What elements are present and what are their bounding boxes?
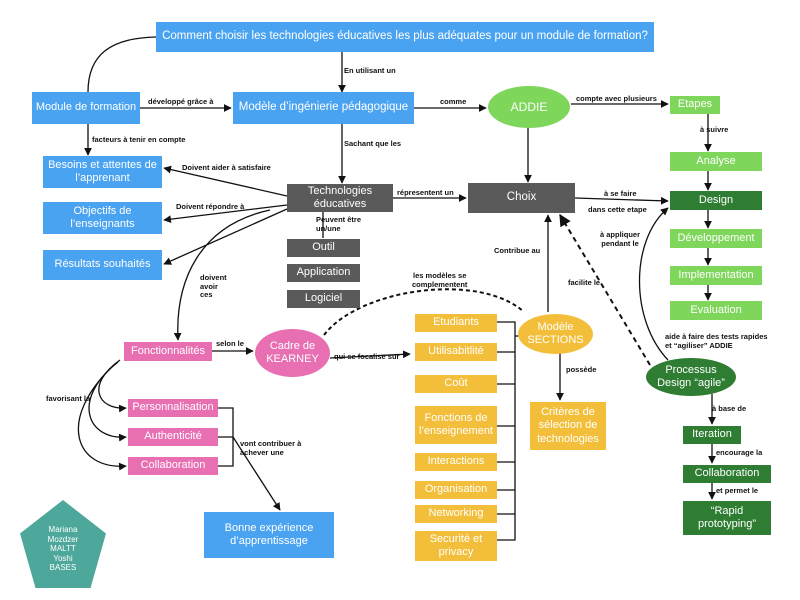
label-en-utilisant: En utilisant un	[344, 66, 396, 75]
label-a-suivre: à suivre	[700, 125, 729, 134]
processus-agile-ellipse[interactable]: Processus Design “agile”	[646, 358, 736, 396]
label-developpe: développé grâce à	[148, 97, 214, 106]
resultats-box[interactable]: Résultats souhaités	[43, 250, 162, 280]
criteres-box[interactable]: Critères de sélection de technologies	[530, 402, 606, 450]
label-selon: selon le	[216, 339, 244, 348]
edge-choix-design	[574, 196, 669, 205]
fonctionnalites-box[interactable]: Fonctionnalités	[124, 342, 212, 361]
edge-tech-fonction	[173, 209, 271, 341]
technologies-box[interactable]: Technologies éducatives	[287, 184, 393, 212]
edge-tech-besoins	[163, 165, 288, 197]
cout-box[interactable]: Coût	[415, 375, 497, 393]
question-box[interactable]: Comment choisir les technologies éducati…	[156, 22, 654, 52]
etapes-box[interactable]: Etapes	[670, 96, 720, 114]
design-box[interactable]: Design	[670, 191, 762, 210]
label-comme: comme	[440, 97, 467, 106]
label-favorisant: favorisant la	[46, 394, 91, 403]
choix-box[interactable]: Choix	[468, 183, 575, 213]
label-a-se-faire: à se faire	[604, 189, 637, 198]
label-les-modeles: les modèles se complementent	[412, 271, 468, 289]
label-sachant: Sachant que les	[344, 139, 402, 148]
edge-sections-bracket	[497, 321, 516, 541]
edge-pink-bonne	[218, 407, 280, 510]
edge-processus-choix	[559, 213, 651, 366]
personnalisation-box[interactable]: Personnalisation	[128, 399, 218, 417]
bonne-experience-box[interactable]: Bonne expérience d’apprentissage	[204, 512, 334, 558]
etudiants-box[interactable]: Etudiants	[415, 314, 497, 332]
edge-cadre-sections-dashed	[323, 288, 525, 336]
securite-box[interactable]: Securité et privacy	[415, 531, 497, 561]
application-box[interactable]: Application	[287, 264, 360, 282]
authenticite-box[interactable]: Authenticité	[128, 428, 218, 446]
logiciel-box[interactable]: Logiciel	[287, 290, 360, 308]
label-compte-avec: compte avec plusieurs	[576, 94, 657, 103]
label-peuvent: Peuvent être un/une	[316, 215, 362, 233]
analyse-box[interactable]: Analyse	[670, 152, 762, 171]
fonctions-box[interactable]: Fonctions de l’enseignement	[415, 406, 497, 444]
objectifs-box[interactable]: Objectifs de l’enseignants	[43, 202, 162, 234]
besoins-box[interactable]: Besoins et attentes de l’apprenant	[43, 156, 162, 188]
iteration-box[interactable]: Iteration	[683, 426, 741, 444]
label-focalise: qui se focalise sur	[334, 352, 400, 361]
label-contribue: Contribue au	[494, 246, 541, 255]
networking-box[interactable]: Networking	[415, 505, 497, 523]
evaluation-box[interactable]: Evaluation	[670, 301, 762, 320]
edge-module-question	[87, 36, 157, 93]
label-encourage: encourage la	[716, 448, 763, 457]
label-doivent-aider: Doivent aider à satisfaire	[182, 163, 271, 172]
label-vont-contribuer: vont contribuer à achever une	[240, 439, 302, 457]
label-possede: possède	[566, 365, 597, 374]
edge-processus-design	[638, 207, 669, 361]
label-doivent-avoir: doivent avoir ces	[200, 273, 227, 300]
cadre-kearney-ellipse[interactable]: Cadre de KEARNEY	[255, 329, 330, 377]
label-a-appliquer: à appliquer pendant le	[600, 230, 641, 248]
outil-box[interactable]: Outil	[287, 239, 360, 257]
label-dans-cette: dans cette etape	[588, 205, 647, 214]
label-facteurs: facteurs à tenir en compte	[92, 135, 186, 144]
label-permet: et permet le	[716, 486, 759, 495]
collaboration-green-box[interactable]: Collaboration	[683, 465, 771, 483]
developpement-box[interactable]: Développement	[670, 229, 762, 248]
edge-fonction-authenticite	[88, 361, 127, 442]
edge-tech-objectifs	[163, 204, 288, 224]
organisation-box[interactable]: Organisation	[415, 481, 497, 499]
edge-fonction-collaboration	[77, 363, 127, 471]
edge-cadre-usability	[329, 350, 411, 359]
rapid-prototyping-box[interactable]: “Rapid prototyping”	[683, 501, 771, 535]
utilisabilite-box[interactable]: Utilisabitlité	[415, 343, 497, 361]
interactions-box[interactable]: Interactions	[415, 453, 497, 471]
label-representent: répresentent un	[397, 188, 454, 197]
label-facilite: facilite le	[568, 278, 601, 287]
sections-ellipse[interactable]: Modèle SECTIONS	[518, 314, 593, 354]
edge-tech-resultats	[163, 208, 288, 265]
label-a-base: à base de	[712, 404, 747, 413]
collaboration-pink-box[interactable]: Collaboration	[128, 457, 218, 475]
label-doivent-repondre: Doivent répondre à	[176, 202, 245, 211]
implementation-box[interactable]: Implementation	[670, 266, 762, 285]
modele-ingenierie-box[interactable]: Modèle d’ingénierie pédagogique	[233, 92, 414, 124]
label-aide-agiliser: aide à faire des tests rapides et “agili…	[665, 332, 768, 350]
module-formation-box[interactable]: Module de formation	[32, 92, 140, 124]
addie-ellipse[interactable]: ADDIE	[488, 86, 570, 128]
